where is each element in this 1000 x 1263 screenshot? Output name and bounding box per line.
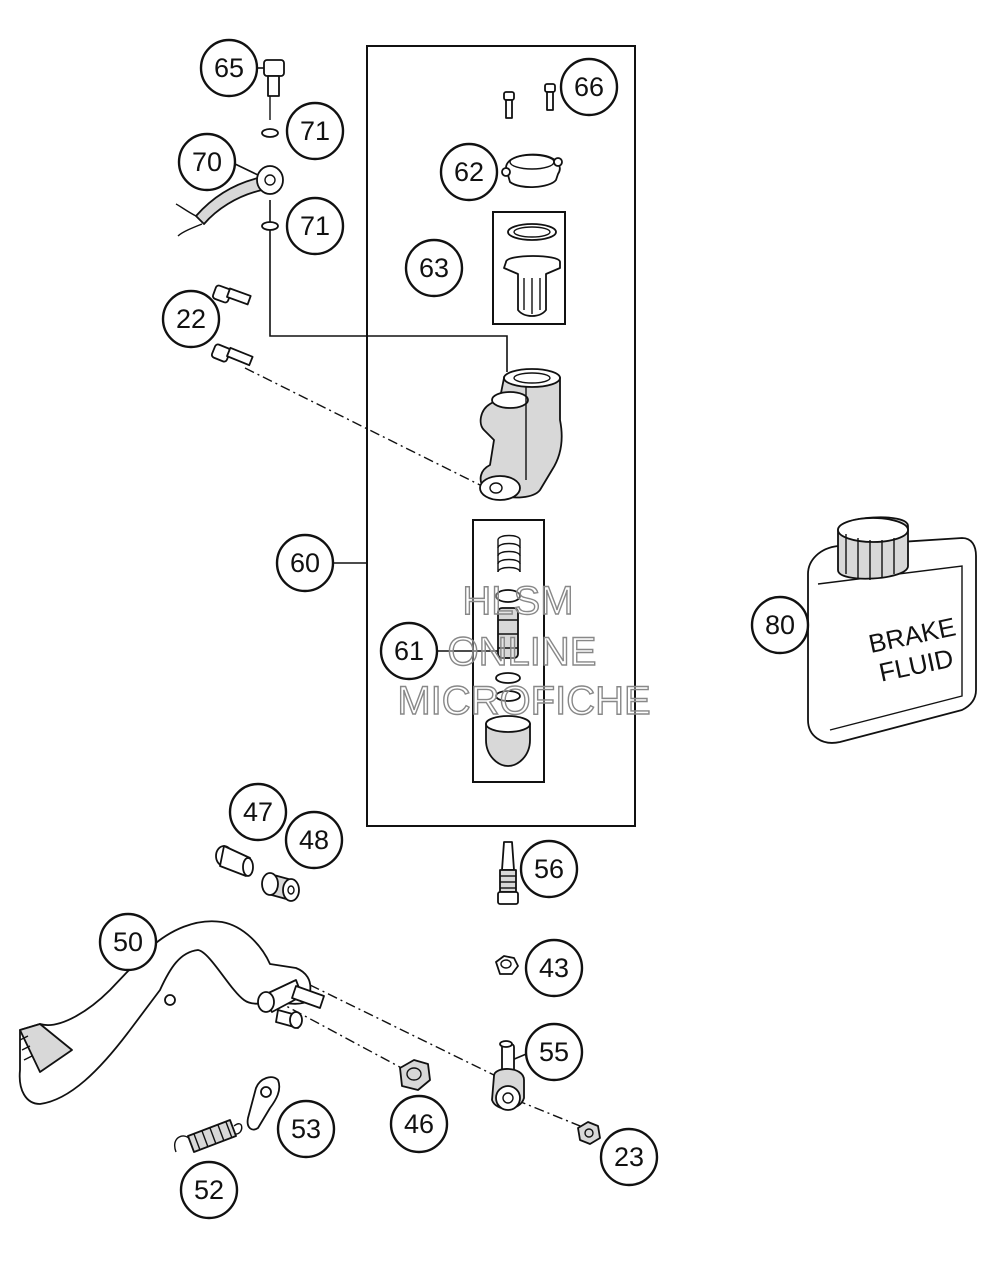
collar-nut-icon (399, 1059, 431, 1091)
callout-label: 50 (113, 927, 143, 957)
watermark-line-3: MICROFICHE (397, 679, 650, 723)
callout-label: 66 (574, 72, 604, 102)
callout-71-upper: 71 (285, 101, 345, 161)
bolt-icon (212, 284, 252, 306)
callout-label: 46 (404, 1109, 434, 1139)
callout-23: 23 (599, 1127, 659, 1187)
callout-label: 47 (243, 797, 273, 827)
lock-nut-icon (577, 1121, 601, 1145)
return-spring-icon (174, 1119, 243, 1153)
callout-46: 46 (389, 1094, 449, 1154)
callout-48: 48 (284, 810, 344, 870)
callout-66: 66 (559, 57, 619, 117)
callout-53: 53 (276, 1099, 336, 1159)
push-rod-icon (497, 841, 519, 905)
callout-70: 70 (177, 132, 237, 192)
callout-label: 43 (539, 953, 569, 983)
callout-47: 47 (228, 782, 288, 842)
callout-label: 63 (419, 253, 449, 283)
banjo-bolt-icon (263, 59, 285, 120)
watermark-line-1: HLSM (462, 579, 573, 623)
callout-65: 65 (199, 38, 259, 98)
washer-icon (261, 128, 279, 138)
brake-line-icon (175, 165, 284, 237)
callout-50: 50 (98, 912, 158, 972)
callout-label: 55 (539, 1037, 569, 1067)
callout-62: 62 (439, 142, 499, 202)
spring-bracket-icon (246, 1076, 281, 1131)
piston-kit-icon (485, 534, 531, 767)
callout-label: 52 (194, 1175, 224, 1205)
assembly-box-60 (366, 45, 636, 827)
kit-box-63 (492, 211, 566, 325)
callout-label: 71 (300, 116, 330, 146)
screw-icon (503, 83, 556, 119)
callout-63: 63 (404, 238, 464, 298)
master-cylinder-icon (479, 368, 563, 501)
callout-label: 71 (300, 211, 330, 241)
callout-61: 61 (379, 621, 439, 681)
callout-55: 55 (524, 1022, 584, 1082)
callout-label: 80 (765, 610, 795, 640)
callout-label: 23 (614, 1142, 644, 1172)
bolt-icon (210, 343, 254, 367)
watermark: HLSM ONLINE MICROFICHE (397, 578, 652, 723)
reservoir-cap-icon (501, 153, 563, 188)
brake-pedal-icon (18, 920, 325, 1105)
callout-label: 48 (299, 825, 329, 855)
callout-label: 22 (176, 304, 206, 334)
callout-52: 52 (179, 1160, 239, 1220)
callout-label: 56 (534, 854, 564, 884)
washer-icon (261, 221, 279, 231)
callout-label: 65 (214, 53, 244, 83)
reservoir-insert-icon (503, 223, 561, 317)
brake-fluid-can-icon: BRAKE FLUID (807, 516, 977, 744)
callout-label: 61 (394, 636, 424, 666)
callout-label: 70 (192, 147, 222, 177)
watermark-line-2: ONLINE (448, 630, 597, 674)
nut-icon (495, 955, 519, 975)
callout-label: 60 (290, 548, 320, 578)
callout-60: 60 (275, 533, 335, 593)
callout-56: 56 (519, 839, 579, 899)
callout-43: 43 (524, 938, 584, 998)
pivot-pin-icon (215, 845, 254, 877)
clevis-icon (491, 1040, 525, 1111)
callout-22: 22 (161, 289, 221, 349)
callout-label: 53 (291, 1114, 321, 1144)
callout-label: 62 (454, 157, 484, 187)
callout-80: 80 (750, 595, 810, 655)
bushing-icon (261, 872, 300, 902)
callout-71-lower: 71 (285, 196, 345, 256)
